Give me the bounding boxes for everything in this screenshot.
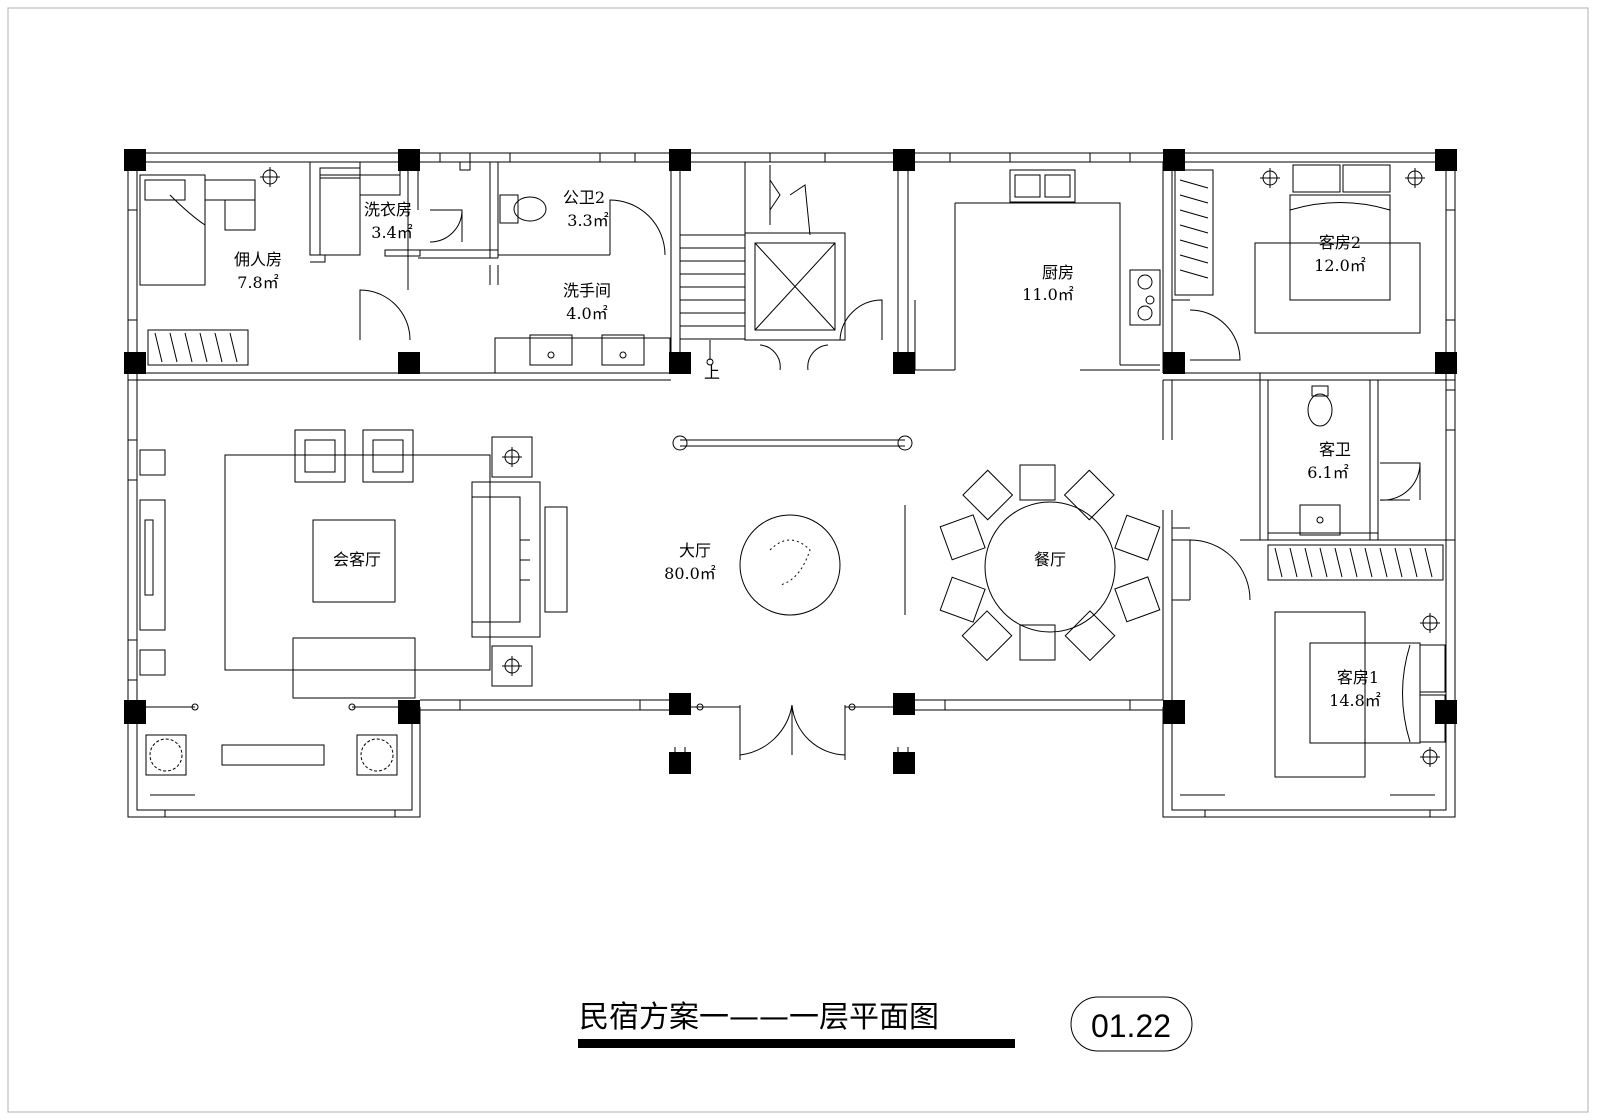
date-badge-outline bbox=[1070, 996, 1193, 1052]
floor-plan bbox=[124, 149, 1457, 818]
room-area-kitchen: 11.0㎡ bbox=[1022, 285, 1074, 304]
servant-room-furniture bbox=[139, 167, 421, 366]
room-name-hall: 大厅 bbox=[679, 541, 711, 560]
room-area-guest-bath: 6.1㎡ bbox=[1307, 463, 1348, 482]
outer-walls bbox=[127, 152, 1456, 818]
stair-up-mark: 上 bbox=[704, 363, 720, 382]
windows bbox=[128, 153, 1455, 817]
room-area-guest1: 14.8㎡ bbox=[1329, 691, 1381, 710]
doors bbox=[146, 199, 1421, 760]
room-area-washroom: 4.0㎡ bbox=[566, 304, 607, 323]
room-area-wc2: 3.3㎡ bbox=[567, 211, 608, 230]
kitchen-fixtures bbox=[954, 169, 1161, 370]
room-name-washroom: 洗手间 bbox=[563, 281, 611, 300]
date-badge-text: 01.22 bbox=[1091, 1008, 1171, 1044]
planters bbox=[145, 734, 1435, 796]
title-underline bbox=[578, 1039, 1015, 1048]
room-area-servant: 7.8㎡ bbox=[237, 273, 278, 292]
bathroom-fixtures bbox=[459, 161, 1341, 536]
staircase bbox=[680, 162, 846, 366]
room-labels: 佣人房 7.8㎡ 洗衣房 3.4㎡ 公卫2 3.3㎡ 洗手间 4.0㎡ 上 厨房… bbox=[234, 188, 1381, 710]
drawing-title: 民宿方案一——一层平面图 bbox=[579, 1000, 939, 1035]
page-frame bbox=[7, 7, 1589, 1113]
columns bbox=[124, 149, 1457, 774]
guest-room-1-furniture bbox=[1267, 544, 1446, 778]
room-name-guest-bath: 客卫 bbox=[1319, 440, 1351, 459]
room-area-hall: 80.0㎡ bbox=[664, 564, 716, 583]
room-name-guest1: 客房1 bbox=[1337, 668, 1379, 687]
room-name-kitchen: 厨房 bbox=[1042, 263, 1074, 282]
hall-features bbox=[672, 435, 913, 616]
room-name-servant: 佣人房 bbox=[234, 250, 282, 269]
room-area-guest2: 12.0㎡ bbox=[1314, 256, 1366, 275]
reception-furniture bbox=[139, 429, 568, 766]
room-name-guest2: 客房2 bbox=[1319, 233, 1361, 252]
room-name-wc2: 公卫2 bbox=[563, 188, 605, 207]
room-name-reception: 会客厅 bbox=[333, 550, 381, 569]
room-name-dining: 餐厅 bbox=[1034, 550, 1066, 569]
room-name-laundry: 洗衣房 bbox=[364, 200, 412, 219]
guest-room-2-furniture bbox=[1174, 164, 1425, 334]
dining-furniture bbox=[939, 464, 1161, 662]
room-area-laundry: 3.4㎡ bbox=[371, 223, 412, 242]
title-block: 民宿方案一——一层平面图 01.22 bbox=[578, 996, 1193, 1052]
